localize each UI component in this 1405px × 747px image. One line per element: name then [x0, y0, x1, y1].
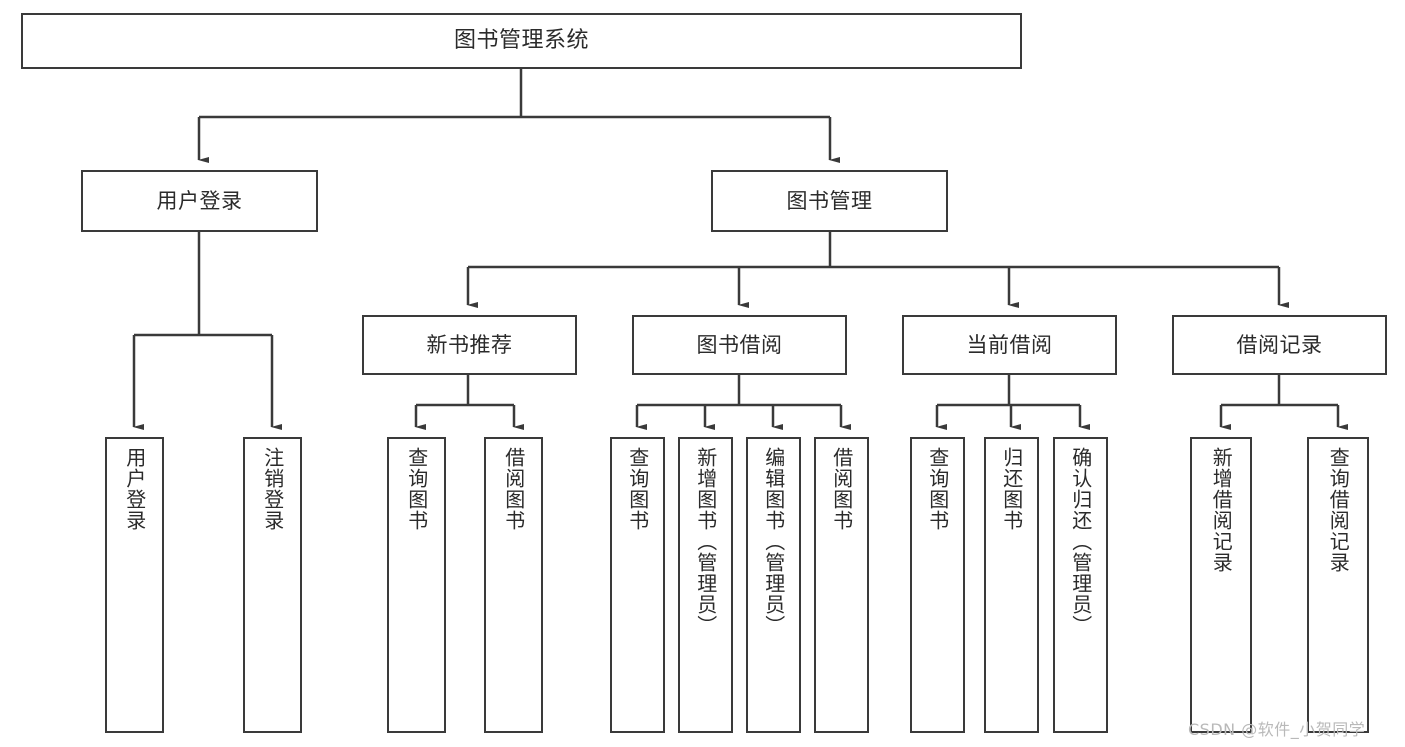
- node-current-borrow[interactable]: 当前借阅: [902, 315, 1117, 375]
- node-root[interactable]: 图书管理系统: [21, 13, 1022, 69]
- node-leaf-query-book-current-label: 查询图书: [925, 447, 950, 531]
- node-current-borrow-label: 当前借阅: [966, 332, 1053, 357]
- node-leaf-borrow-book-rec-label: 借阅图书: [501, 447, 526, 531]
- node-leaf-query-book-rec-label: 查询图书: [404, 447, 429, 531]
- node-user-login[interactable]: 用户登录: [81, 170, 318, 232]
- node-leaf-borrow-book[interactable]: 借阅图书: [814, 437, 869, 733]
- node-leaf-borrow-book-rec[interactable]: 借阅图书: [484, 437, 543, 733]
- node-book-borrow[interactable]: 图书借阅: [632, 315, 847, 375]
- node-leaf-user-logout-label: 注销登录: [260, 447, 285, 531]
- node-leaf-edit-book[interactable]: 编辑图书（管理员）: [746, 437, 801, 733]
- node-leaf-confirm-return[interactable]: 确认归还（管理员）: [1053, 437, 1108, 733]
- node-leaf-edit-book-label: 编辑图书（管理员）: [761, 447, 786, 636]
- node-leaf-borrow-book-label: 借阅图书: [829, 447, 854, 531]
- node-new-book-recommend-label: 新书推荐: [426, 332, 513, 357]
- node-leaf-confirm-return-label: 确认归还（管理员）: [1068, 447, 1093, 636]
- node-leaf-query-borrow-record-label: 查询借阅记录: [1326, 447, 1351, 573]
- node-leaf-query-book-borrow-label: 查询图书: [625, 447, 650, 531]
- watermark-text: CSDN @软件_小贺同学: [1188, 720, 1366, 739]
- node-leaf-user-login-label: 用户登录: [122, 447, 147, 531]
- node-leaf-add-book-label: 新增图书（管理员）: [693, 447, 718, 636]
- node-book-manage[interactable]: 图书管理: [711, 170, 948, 232]
- node-leaf-return-book[interactable]: 归还图书: [984, 437, 1039, 733]
- node-user-login-label: 用户登录: [156, 188, 243, 213]
- node-root-label: 图书管理系统: [453, 28, 589, 53]
- node-leaf-query-borrow-record[interactable]: 查询借阅记录: [1307, 437, 1369, 733]
- node-borrow-record-label: 借阅记录: [1236, 332, 1323, 357]
- node-new-book-recommend[interactable]: 新书推荐: [362, 315, 577, 375]
- node-leaf-user-logout[interactable]: 注销登录: [243, 437, 302, 733]
- node-leaf-add-book[interactable]: 新增图书（管理员）: [678, 437, 733, 733]
- node-leaf-return-book-label: 归还图书: [999, 447, 1024, 531]
- node-leaf-add-borrow-record[interactable]: 新增借阅记录: [1190, 437, 1252, 733]
- node-leaf-add-borrow-record-label: 新增借阅记录: [1209, 447, 1234, 573]
- node-book-manage-label: 图书管理: [786, 188, 873, 213]
- node-book-borrow-label: 图书借阅: [696, 332, 783, 357]
- node-leaf-query-book-current[interactable]: 查询图书: [910, 437, 965, 733]
- node-borrow-record[interactable]: 借阅记录: [1172, 315, 1387, 375]
- node-leaf-query-book-borrow[interactable]: 查询图书: [610, 437, 665, 733]
- node-leaf-query-book-rec[interactable]: 查询图书: [387, 437, 446, 733]
- node-leaf-user-login[interactable]: 用户登录: [105, 437, 164, 733]
